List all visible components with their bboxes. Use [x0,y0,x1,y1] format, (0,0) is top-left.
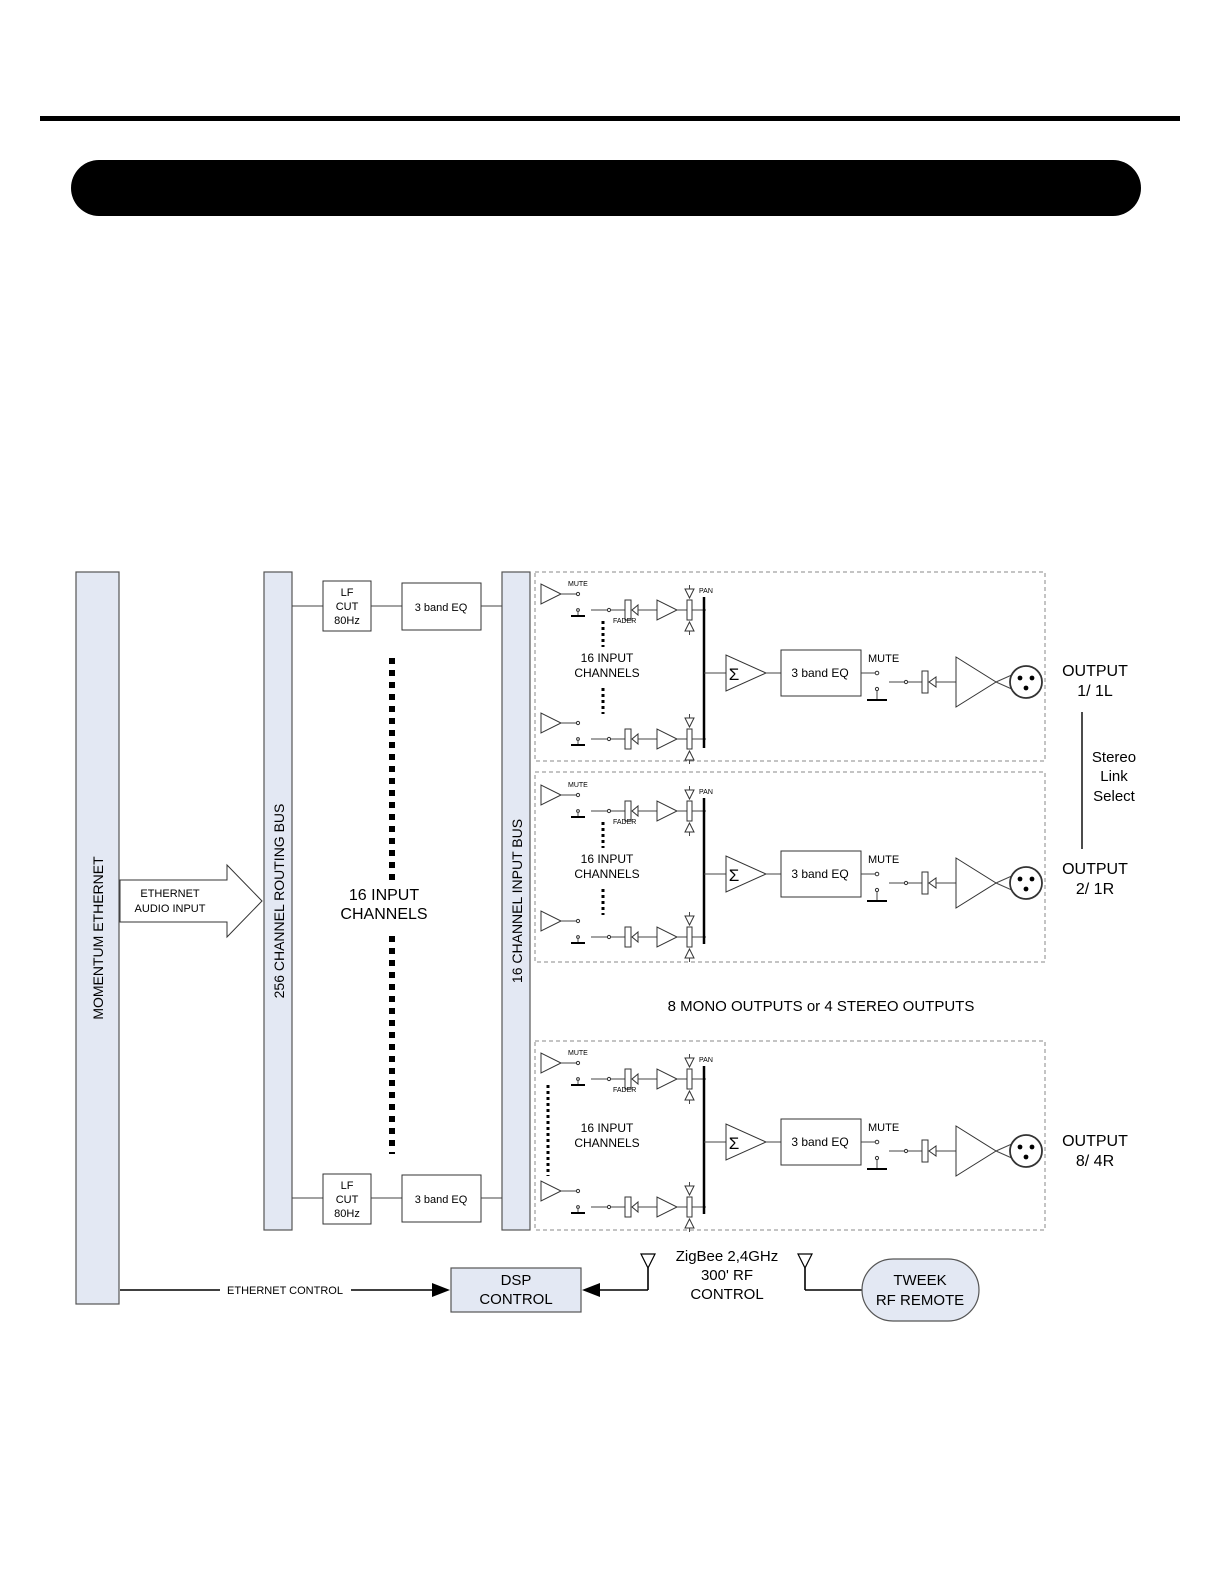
eq-label: 3 band EQ [415,602,468,614]
zigbee-label: 300' RF [701,1267,753,1284]
pan-label: PAN [699,588,713,595]
mono-stereo-caption: 8 MONO OUTPUTS or 4 STEREO OUTPUTS [668,998,975,1015]
output-mixer-1 [534,571,1046,765]
momentum-ethernet-label: MOMENTUM ETHERNET [90,856,106,1020]
section-title-bar [71,160,1141,216]
output-label-1: OUTPUT [1062,663,1128,680]
routing-bus-label: 256 CHANNEL ROUTING BUS [271,804,287,999]
fader-label: FADER [613,618,636,625]
input-channels-label: CHANNELS [574,1136,639,1150]
dsp-control-label: DSP [501,1272,532,1289]
lf-cut-label: CUT [336,1194,359,1206]
tweek-rf-remote [861,1258,980,1322]
eq-label: 3 band EQ [791,867,848,881]
antenna-icon [797,1253,813,1270]
zigbee-label: CONTROL [690,1286,763,1303]
pan-label: PAN [699,1057,713,1064]
mute-label-small: MUTE [568,1050,588,1057]
fader-label: FADER [613,1087,636,1094]
input-bus [501,571,531,1231]
momentum-ethernet-bus [75,571,120,1305]
top-rule [40,116,1180,121]
fader-label: FADER [613,819,636,826]
output-mixer-8 [534,1040,1046,1233]
tweek-remote-label: RF REMOTE [876,1292,964,1309]
ethernet-audio-arrow [119,863,263,939]
ethernet-audio-label-2: AUDIO INPUT [135,903,206,915]
dsp-control-label: CONTROL [479,1291,552,1308]
eq-label: 3 band EQ [791,666,848,680]
sum-symbol: Σ [729,1134,740,1153]
ethernet-control-label: ETHERNET CONTROL [227,1285,343,1297]
mute-label-small: MUTE [568,782,588,789]
zigbee-label: ZigBee 2,4GHz [676,1248,779,1265]
input-channels-label: CHANNELS [340,906,427,923]
sum-symbol: Σ [729,665,740,684]
lf-cut-label: 80Hz [334,1208,360,1220]
lf-cut-box-bottom [322,1173,372,1225]
input-bus-label: 16 CHANNEL INPUT BUS [509,819,525,983]
mute-label: MUTE [868,653,899,665]
lf-cut-label: CUT [336,601,359,613]
ethernet-audio-label-1: ETHERNET [140,888,200,900]
output-label-2: OUTPUT [1062,861,1128,878]
lf-cut-label: 80Hz [334,615,360,627]
tweek-remote-label: TWEEK [893,1272,946,1289]
lf-cut-box-top [322,580,372,632]
stereo-link-label: Stereo [1092,749,1136,766]
eq-label: 3 band EQ [415,1194,468,1206]
output-mixer-2 [534,771,1046,963]
input-channels-label: 16 INPUT [581,651,634,665]
stereo-link-label: Select [1093,788,1136,805]
output-label-8: OUTPUT [1062,1133,1128,1150]
eq-box-top [401,582,482,631]
stereo-link-label: Link [1100,768,1128,785]
output-label-1: 1/ 1L [1077,683,1113,700]
input-channels-label: 16 INPUT [581,1121,634,1135]
lf-cut-label: LF [341,1180,354,1192]
output-label-2: 2/ 1R [1076,881,1114,898]
input-channels-label: CHANNELS [574,867,639,881]
routing-bus [263,571,293,1231]
output-label-8: 8/ 4R [1076,1153,1114,1170]
dsp-control-box [450,1267,582,1313]
input-channels-label: 16 INPUT [349,887,419,904]
pan-label: PAN [699,789,713,796]
sum-symbol: Σ [729,866,740,885]
mute-label-small: MUTE [568,581,588,588]
mute-label: MUTE [868,854,899,866]
lf-cut-label: LF [341,587,354,599]
eq-label: 3 band EQ [791,1135,848,1149]
antenna-icon [640,1253,656,1270]
input-channels-label: CHANNELS [574,666,639,680]
mute-label: MUTE [868,1122,899,1134]
input-channels-label: 16 INPUT [581,852,634,866]
